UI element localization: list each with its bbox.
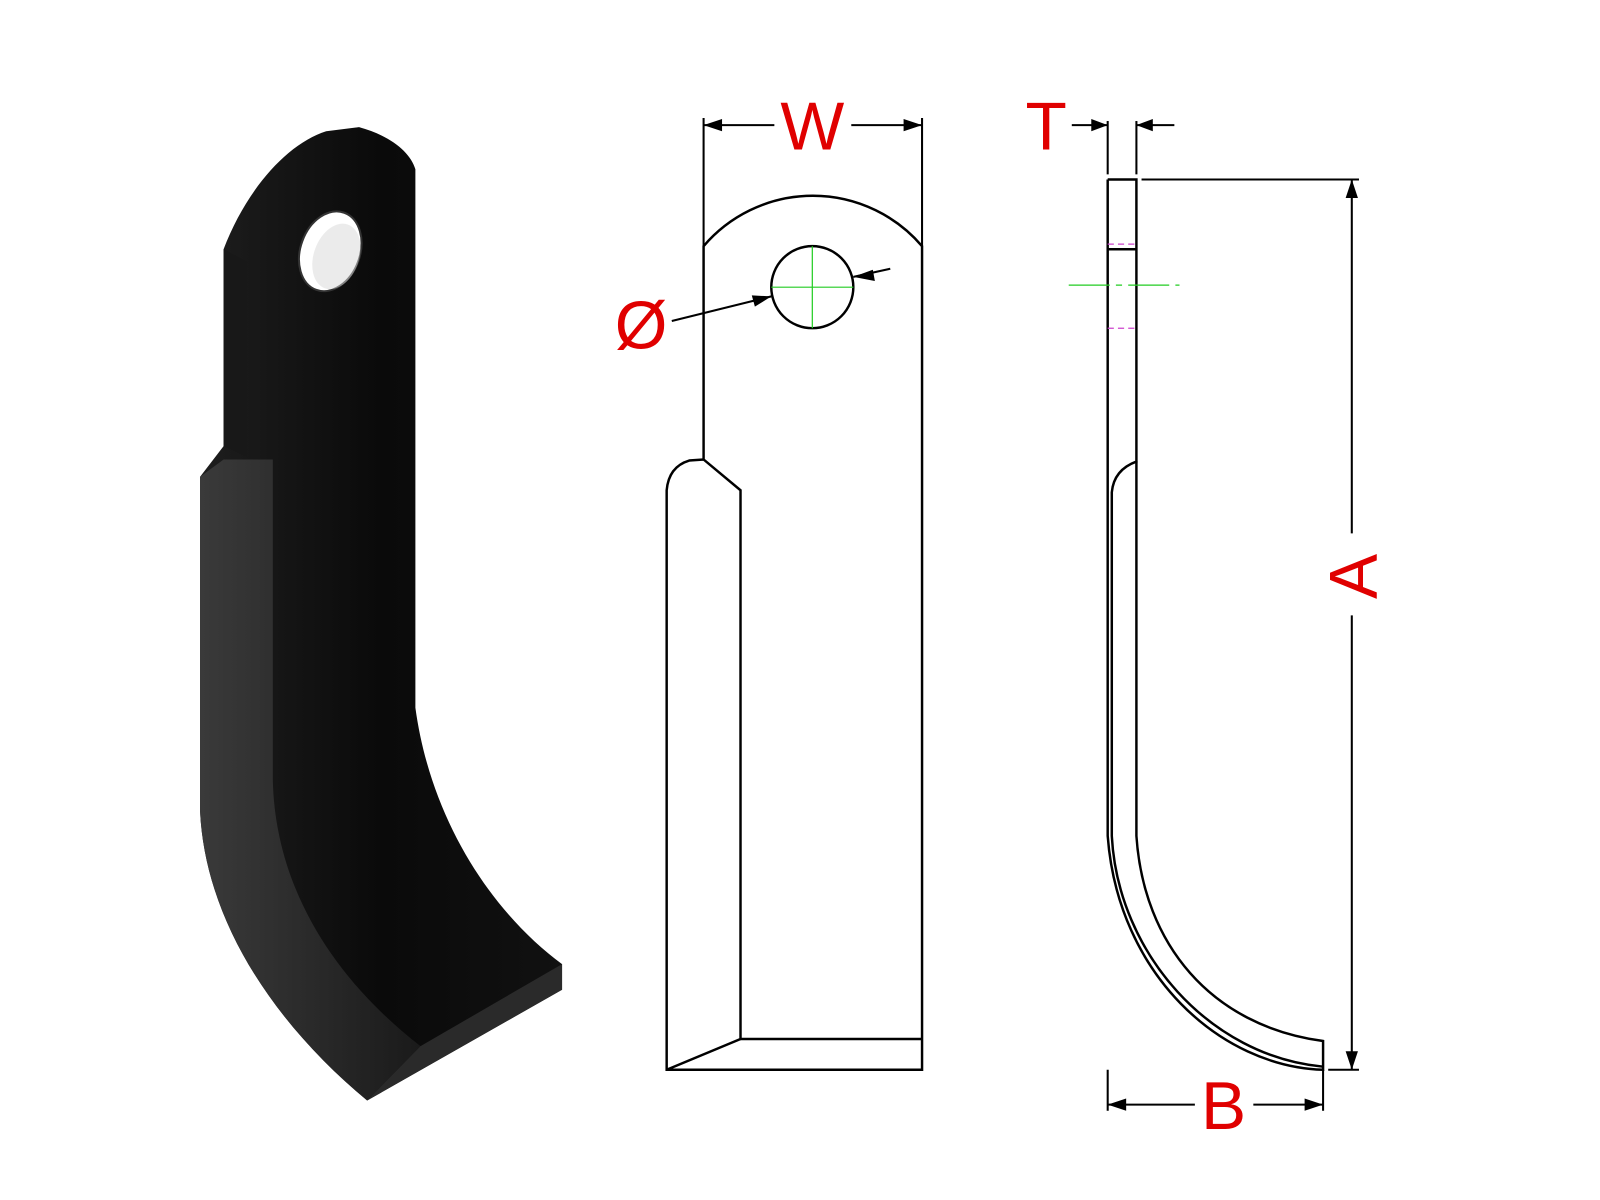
dimension-label-thickness: T bbox=[1025, 90, 1066, 165]
dimension-label-length: A bbox=[1316, 553, 1391, 599]
blade-body bbox=[200, 127, 563, 1101]
dimension-label-bend: B bbox=[1201, 1069, 1246, 1144]
blade-side-view: T A B bbox=[1025, 90, 1391, 1144]
hole-centerline bbox=[771, 246, 854, 329]
dimension-label-width: W bbox=[780, 90, 844, 165]
blade-edge-face bbox=[367, 964, 563, 1101]
blade-3d-view bbox=[200, 127, 563, 1101]
dimension-label-diameter: Ø bbox=[615, 289, 668, 364]
hidden-hole-lines bbox=[1107, 243, 1137, 329]
blade-side-strip bbox=[223, 249, 247, 457]
blade-bevel bbox=[200, 459, 421, 1101]
blade-front-view: W Ø bbox=[615, 90, 924, 1071]
